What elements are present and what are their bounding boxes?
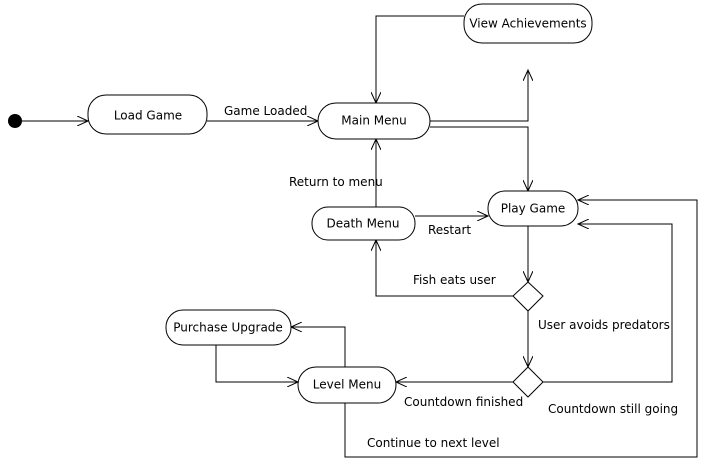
edge-level-to-upgrade xyxy=(291,327,346,367)
edge-label-user-avoids-predators: User avoids predators xyxy=(538,318,670,332)
edge-main-to-play xyxy=(430,126,528,191)
edge-continue-to-next-level xyxy=(344,200,698,458)
edge-label-continue-to-next-level: Continue to next level xyxy=(367,436,500,450)
node-view-achievements xyxy=(463,3,593,44)
edge-main-to-achievements xyxy=(430,70,528,122)
decision-node-countdown xyxy=(512,366,544,398)
edge-label-restart: Restart xyxy=(428,223,471,237)
node-main-menu-label: Main Menu xyxy=(341,114,406,128)
node-purchase-upgrade xyxy=(165,309,292,346)
node-death-menu xyxy=(311,206,416,241)
node-play-game-label: Play Game xyxy=(501,202,566,216)
edge-label-return-to-menu: Return to menu xyxy=(289,175,383,189)
node-level-menu xyxy=(297,366,397,404)
edge-label-countdown-still-going: Countdown still going xyxy=(548,402,678,416)
edge-label-countdown-finished: Countdown finished xyxy=(404,395,523,409)
edge-label-fish-eats-user: Fish eats user xyxy=(413,273,496,287)
decision-node-fish xyxy=(512,281,544,312)
node-load-game xyxy=(87,94,208,135)
edge-achievements-to-main xyxy=(376,15,464,103)
node-level-menu-label: Level Menu xyxy=(313,378,381,392)
node-play-game xyxy=(487,190,579,227)
edge-fish-eats-user xyxy=(376,240,513,297)
edge-upgrade-to-level xyxy=(215,345,298,382)
edge-label-game-loaded: Game Loaded xyxy=(224,104,307,118)
initial-node xyxy=(8,114,22,128)
node-main-menu xyxy=(317,102,431,140)
node-view-achievements-label: View Achievements xyxy=(469,17,586,31)
node-death-menu-label: Death Menu xyxy=(326,217,399,231)
node-load-game-label: Load Game xyxy=(114,109,182,123)
node-purchase-upgrade-label: Purchase Upgrade xyxy=(173,321,283,335)
edge-countdown-still-going xyxy=(543,224,673,383)
